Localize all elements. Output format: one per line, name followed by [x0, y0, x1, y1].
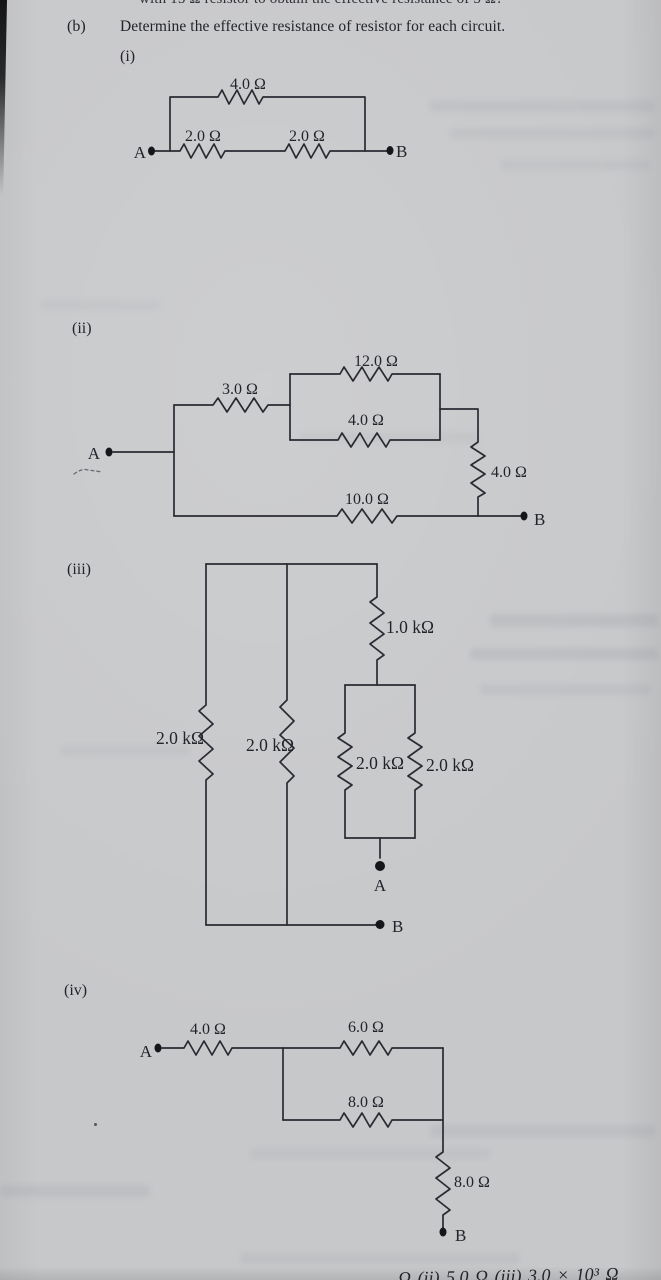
question-part-label: (b)	[67, 18, 86, 35]
terminal-label-b: B	[534, 510, 545, 529]
circuit-iii-diagram: 1.0 kΩ 2.0 kΩ 2.0 kΩ 2.0 kΩ 2.0 kΩ A B	[156, 563, 474, 936]
terminal-label-a: A	[88, 444, 101, 463]
wire-input-resistor	[161, 1040, 284, 1056]
resistor-label-parallel-bottom: 4.0 Ω	[348, 412, 384, 429]
terminal-label-a: A	[134, 143, 147, 162]
wire-box-right-resistor	[407, 684, 423, 839]
terminal-dot-b	[375, 920, 385, 929]
bleed-through-artifact	[500, 160, 650, 170]
resistor-label-bottom-left: 2.0 Ω	[185, 128, 221, 145]
bleed-through-artifact	[430, 100, 655, 112]
circuit-i-diagram: 4.0 Ω 2.0 Ω 2.0 Ω A B	[134, 76, 408, 162]
wire-top-branch	[169, 89, 366, 152]
circuit-iv-label: (iv)	[64, 982, 88, 999]
scan-edge-shadow	[0, 0, 7, 195]
terminal-dot-a	[148, 146, 155, 156]
resistor-label-right-top: 1.0 kΩ	[386, 617, 434, 637]
resistor-label-parallel-top: 12.0 Ω	[354, 353, 398, 370]
resistor-label-bottom-right: 2.0 Ω	[289, 128, 325, 145]
bleed-through-artifact	[490, 614, 658, 627]
wire-left-branch-resistor	[198, 563, 214, 926]
circuit-i-label: (i)	[120, 48, 136, 65]
scan-bottom-shadow	[0, 1266, 661, 1280]
resistor-label-left-branch: 2.0 kΩ	[156, 728, 204, 748]
terminal-label-b: B	[396, 142, 407, 161]
resistor-label-bottom-vertical: 8.0 Ω	[454, 1174, 490, 1191]
wire-right-vertical-resistor	[435, 1047, 451, 1229]
terminal-label-b: B	[392, 917, 403, 936]
terminal-dot-a	[105, 447, 113, 457]
wire-parallel-top-resistor	[282, 1040, 444, 1056]
resistor-label-middle-branch: 2.0 kΩ	[246, 735, 294, 755]
circuit-ii-label: (ii)	[72, 320, 92, 337]
wire-right-vertical-resistor	[439, 408, 486, 517]
bleed-through-artifact	[480, 684, 650, 695]
terminal-label-a: A	[374, 876, 387, 895]
resistor-label-top: 4.0 Ω	[230, 76, 266, 93]
resistor-label-parallel-top: 6.0 Ω	[348, 1019, 384, 1036]
terminal-label-b: B	[455, 1226, 466, 1245]
wire-bottom-branch	[154, 143, 391, 159]
bleed-through-artifact	[40, 300, 160, 310]
wire-bottom-branch	[173, 508, 525, 524]
wire-box-bottom-branch	[289, 432, 441, 448]
terminal-dot-a	[375, 861, 385, 871]
clipped-previous-question-text: with 15 Ω resistor to obtain the effecti…	[139, 0, 503, 8]
circuit-ii-diagram: 3.0 Ω 12.0 Ω 4.0 Ω 4.0 Ω 10.0 Ω A B	[73, 353, 545, 529]
question-text: Determine the effective resistance of re…	[120, 18, 506, 35]
wire-box-top-branch	[289, 366, 441, 382]
resistor-label-series: 3.0 Ω	[222, 381, 258, 398]
terminal-dot-b	[520, 511, 528, 521]
wire-right-top-resistor	[369, 563, 385, 686]
resistor-label-box-right: 2.0 kΩ	[426, 755, 474, 775]
circuit-iii-label: (iii)	[67, 561, 91, 578]
resistor-label-series: 4.0 Ω	[190, 1021, 226, 1038]
wire-series-resistor	[173, 397, 291, 413]
terminal-label-a: A	[140, 1042, 153, 1061]
resistor-label-parallel-bottom: 8.0 Ω	[348, 1094, 384, 1111]
resistor-label-box-left: 2.0 kΩ	[356, 753, 404, 773]
resistor-label-right-vertical: 4.0 Ω	[491, 464, 527, 481]
wire-middle-branch-resistor	[279, 563, 295, 926]
terminal-dot-b	[386, 146, 394, 155]
terminal-dot-b	[439, 1227, 447, 1237]
wire-box-left-resistor	[337, 684, 353, 839]
terminal-dot-a	[154, 1043, 162, 1053]
circuit-iv-diagram: 4.0 Ω 6.0 Ω 8.0 Ω 8.0 Ω A B	[140, 1019, 490, 1245]
pen-mark	[73, 468, 103, 475]
resistor-label-bottom: 10.0 Ω	[345, 491, 389, 508]
bleed-through-artifact	[450, 128, 655, 139]
scan-speck	[94, 1123, 97, 1126]
wire-parallel-bottom-resistor	[282, 1112, 444, 1128]
